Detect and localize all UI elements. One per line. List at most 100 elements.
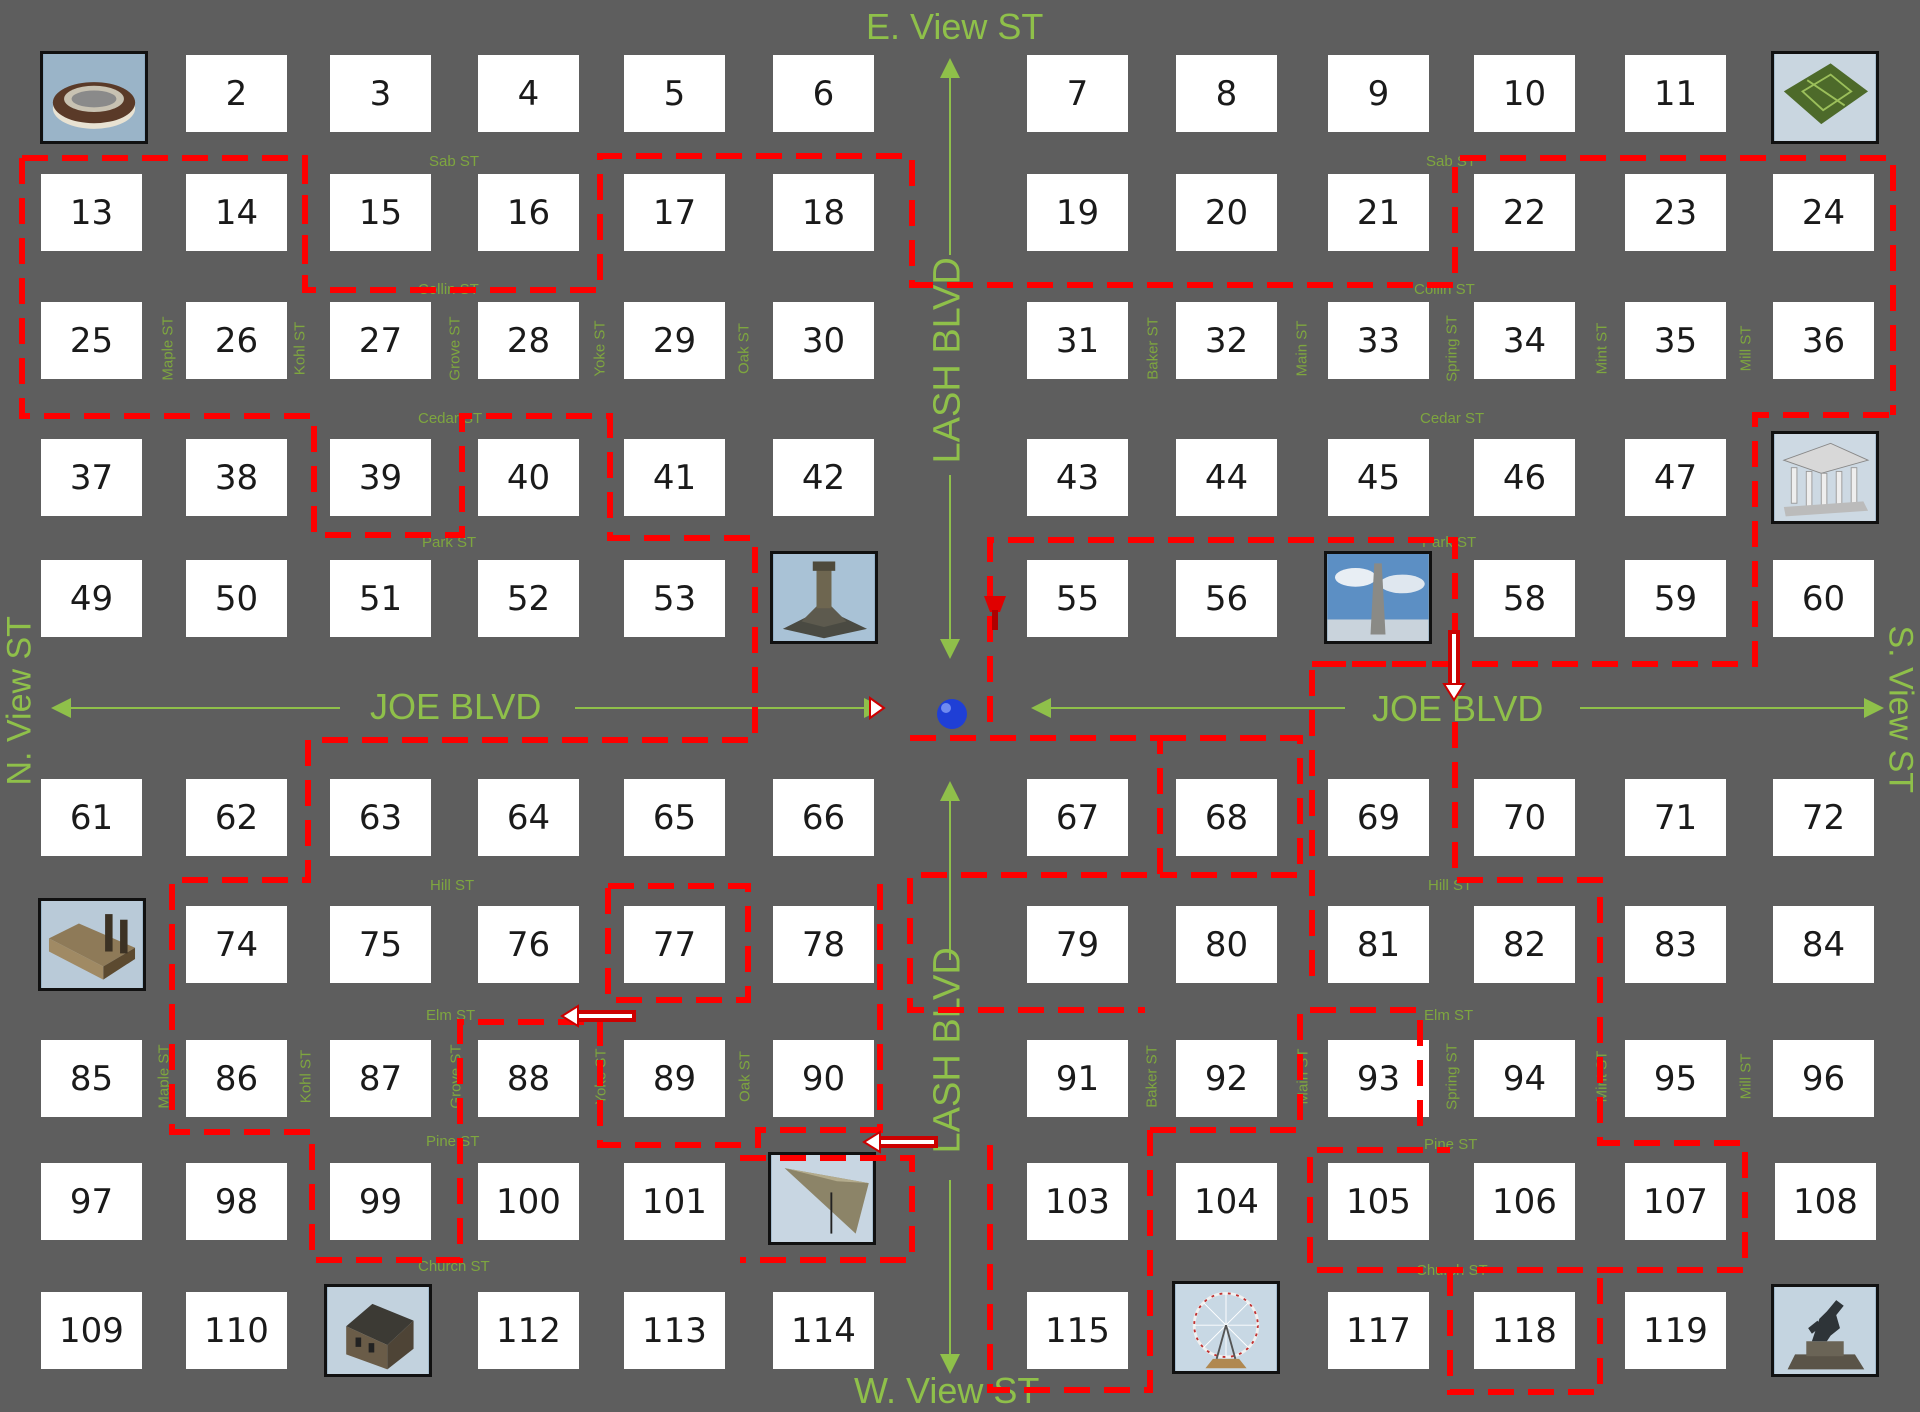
- block: 53: [624, 560, 725, 637]
- block: 44: [1176, 439, 1277, 516]
- block: 39: [330, 439, 431, 516]
- block: 119: [1625, 1292, 1726, 1369]
- block: 20: [1176, 174, 1277, 251]
- horse-statue-icon: [1771, 1284, 1879, 1377]
- block: 99: [330, 1163, 431, 1240]
- block: 84: [1773, 906, 1874, 983]
- route-region: [1312, 412, 1893, 667]
- block: 32: [1176, 302, 1277, 379]
- block: 98: [186, 1163, 287, 1240]
- block: 97: [41, 1163, 142, 1240]
- block: 61: [41, 779, 142, 856]
- block: 28: [478, 302, 579, 379]
- block: 108: [1775, 1163, 1876, 1240]
- block: 93: [1328, 1040, 1429, 1117]
- block: 95: [1625, 1040, 1726, 1117]
- block: 83: [1625, 906, 1726, 983]
- block: 92: [1176, 1040, 1277, 1117]
- block: 9: [1328, 55, 1429, 132]
- block: 67: [1027, 779, 1128, 856]
- block: 90: [773, 1040, 874, 1117]
- block: 106: [1474, 1163, 1575, 1240]
- block: 22: [1474, 174, 1575, 251]
- block: 14: [186, 174, 287, 251]
- block: 75: [330, 906, 431, 983]
- route-region: [19, 158, 890, 1263]
- street-label-joe-blvd-left: JOE BLVD: [370, 686, 542, 727]
- block: 110: [186, 1292, 287, 1369]
- block: 66: [773, 779, 874, 856]
- park-field-icon: [1771, 51, 1879, 144]
- block: 65: [624, 779, 725, 856]
- route-region: [605, 883, 751, 1003]
- block: 62: [186, 779, 287, 856]
- block: 105: [1328, 1163, 1429, 1240]
- route-region: [1447, 1270, 1603, 1395]
- route-region: [1150, 1007, 1423, 1140]
- block: 81: [1328, 906, 1429, 983]
- block: 10: [1474, 55, 1575, 132]
- nav-arrow-shaft: [1448, 630, 1460, 689]
- block: 2: [186, 55, 287, 132]
- block: 43: [1027, 439, 1128, 516]
- block: 30: [773, 302, 874, 379]
- route-region: [1307, 722, 1748, 1273]
- block: 70: [1474, 779, 1575, 856]
- block: 4: [478, 55, 579, 132]
- block: 117: [1328, 1292, 1429, 1369]
- route-region: [987, 537, 1458, 990]
- block: 112: [478, 1292, 579, 1369]
- nav-arrow-head-left: [862, 1130, 881, 1154]
- block: 17: [624, 174, 725, 251]
- block: 41: [624, 439, 725, 516]
- block: 5: [624, 55, 725, 132]
- block: 94: [1474, 1040, 1575, 1117]
- block: 15: [330, 174, 431, 251]
- block: 11: [1625, 55, 1726, 132]
- block: 6: [773, 55, 874, 132]
- block: 45: [1328, 439, 1429, 516]
- block: 64: [478, 779, 579, 856]
- block: 82: [1474, 906, 1575, 983]
- block: 60: [1773, 560, 1874, 637]
- block: 7: [1027, 55, 1128, 132]
- block: 42: [773, 439, 874, 516]
- block: 76: [478, 906, 579, 983]
- street-label-pine-left: Pine ST: [426, 1133, 480, 1150]
- block: 87: [330, 1040, 431, 1117]
- block: 25: [41, 302, 142, 379]
- block: 113: [624, 1292, 725, 1369]
- block: 72: [1773, 779, 1874, 856]
- block: 13: [41, 174, 142, 251]
- block: 23: [1625, 174, 1726, 251]
- block: 34: [1474, 302, 1575, 379]
- block: 118: [1474, 1292, 1575, 1369]
- block: 96: [1773, 1040, 1874, 1117]
- block: 27: [330, 302, 431, 379]
- block: 8: [1176, 55, 1277, 132]
- block: 80: [1176, 906, 1277, 983]
- street-label-cedar-right: Cedar ST: [1420, 410, 1485, 427]
- block: 38: [186, 439, 287, 516]
- block: 33: [1328, 302, 1429, 379]
- route-region: [1160, 735, 1303, 878]
- block: 18: [773, 174, 874, 251]
- route-region: [907, 735, 1163, 1013]
- block: 115: [1027, 1292, 1128, 1369]
- block: 69: [1328, 779, 1429, 856]
- block: 29: [624, 302, 725, 379]
- block: 86: [186, 1040, 287, 1117]
- block: 100: [478, 1163, 579, 1240]
- block: 101: [624, 1163, 725, 1240]
- block: 40: [478, 439, 579, 516]
- block: 71: [1625, 779, 1726, 856]
- pillar-monument-icon: [770, 551, 878, 644]
- block: 46: [1474, 439, 1575, 516]
- block: 74: [186, 906, 287, 983]
- street-label-elm-right: Elm ST: [1424, 1007, 1474, 1024]
- block: 47: [1625, 439, 1726, 516]
- block: 109: [41, 1292, 142, 1369]
- nav-arrow-head-left: [560, 1004, 579, 1028]
- block: 24: [1773, 174, 1874, 251]
